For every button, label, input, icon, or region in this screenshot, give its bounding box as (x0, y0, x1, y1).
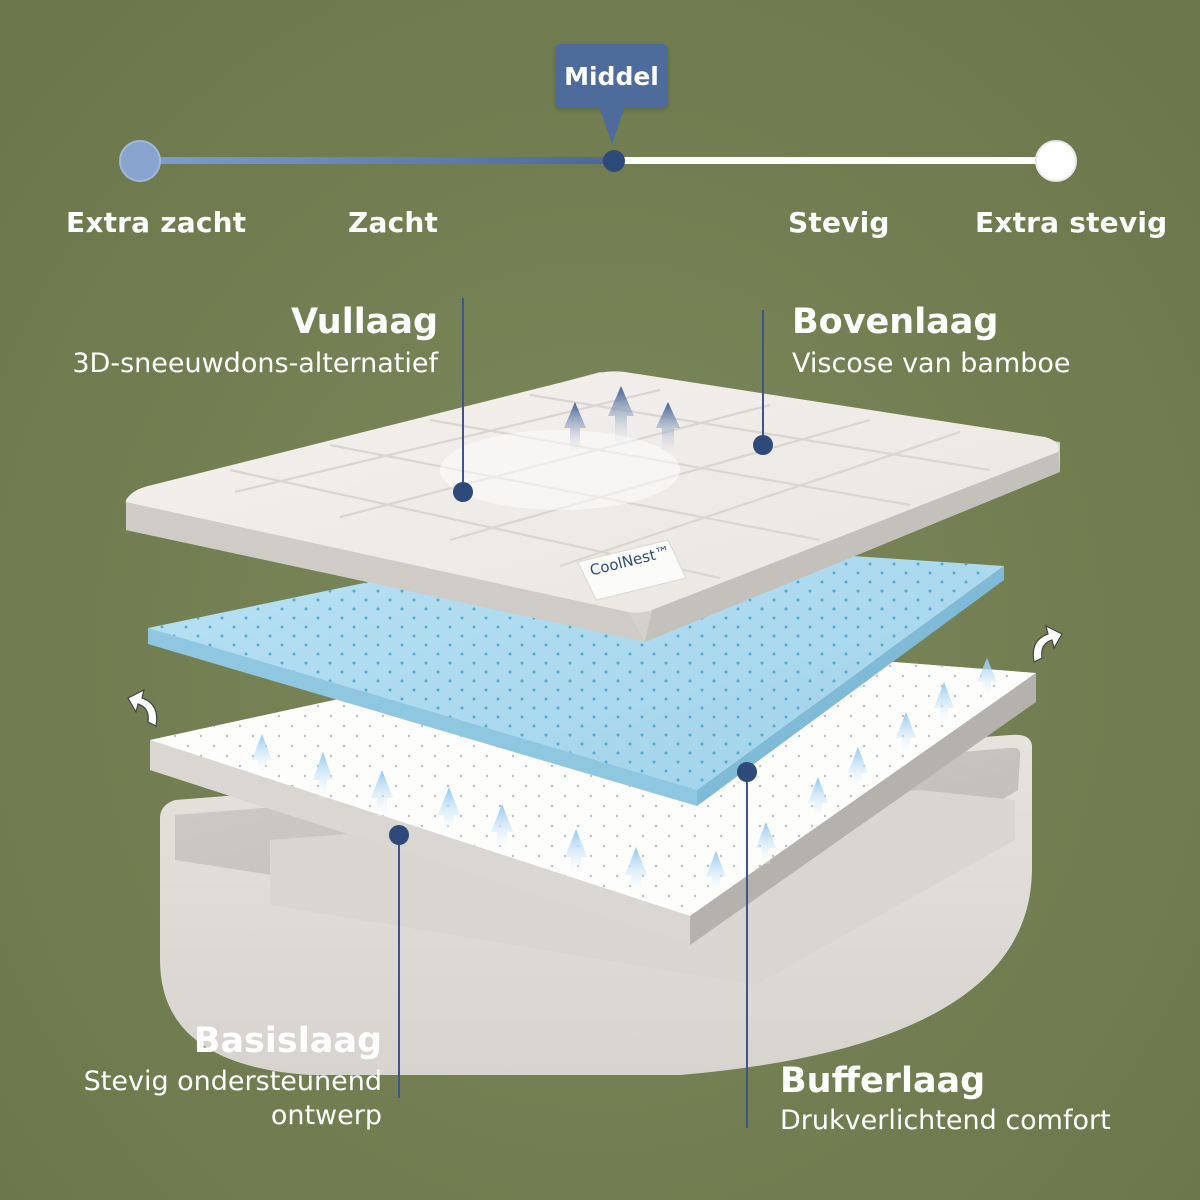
airflow-arrow-icon (934, 682, 954, 724)
gel-layer-shape (148, 538, 1004, 806)
airflow-arrow-icon (565, 829, 587, 875)
marker-dot-icon (389, 825, 409, 845)
topper-layer-shape (125, 371, 1060, 642)
firmness-label-extra-firm: Extra stevig (975, 206, 1168, 239)
firmness-track-filled (140, 157, 614, 164)
bovenlaag-title: Bovenlaag (792, 302, 999, 342)
bufferlaag-subtitle: Drukverlichtend comfort (780, 1105, 1111, 1136)
airflow-arrows-topper (564, 386, 680, 458)
airflow-arrow-icon (896, 712, 916, 754)
airflow-arrow-icon (977, 658, 997, 696)
airflow-arrow-icon (756, 822, 776, 864)
rotate-arrow-icon (1032, 624, 1063, 663)
airflow-arrow-icon (491, 804, 513, 850)
firmness-selected-badge: Middel (555, 44, 668, 108)
airflow-arrow-icon (848, 747, 868, 789)
airflow-arrow-icon (371, 770, 393, 816)
leader-lines (398, 298, 764, 1128)
basislaag-subtitle-line1: Stevig ondersteunend (83, 1066, 382, 1097)
airflow-arrow-icon (252, 734, 272, 774)
firmness-end-dot (1035, 140, 1077, 182)
vullaag-subtitle: 3D-sneeuwdons-alternatief (72, 348, 438, 379)
airflow-arrow-icon (313, 752, 333, 798)
badge-pointer (599, 106, 625, 144)
firmness-track-empty (614, 157, 1056, 164)
marker-dot-icon (737, 762, 757, 782)
firmness-current-dot (603, 150, 625, 172)
airflow-arrow-icon (706, 851, 726, 893)
firmness-label-extra-soft: Extra zacht (66, 206, 247, 239)
vullaag-title: Vullaag (290, 302, 438, 342)
marker-dot-icon (453, 482, 473, 502)
marker-dot-icon (753, 435, 773, 455)
basislaag-subtitle-line2: ontwerp (270, 1100, 382, 1131)
firmness-scale-dots (119, 140, 1077, 182)
airflow-arrows-buffer (252, 658, 997, 893)
bovenlaag-subtitle: Viscose van bamboe (792, 348, 1071, 379)
airflow-arrow-icon (625, 847, 647, 893)
brand-tag (577, 539, 687, 601)
firmness-label-firm: Stevig (788, 206, 890, 239)
airflow-arrow-icon (656, 402, 680, 458)
airflow-arrow-icon (608, 386, 634, 450)
rotate-arrow-icon (127, 688, 158, 727)
basislaag-title: Basislaag (193, 1021, 382, 1061)
firmness-label-soft: Zacht (348, 206, 439, 239)
bufferlaag-title: Bufferlaag (780, 1061, 986, 1101)
airflow-arrow-icon (808, 777, 828, 819)
airflow-arrow-icon (438, 787, 460, 833)
airflow-arrow-icon (564, 402, 586, 458)
firmness-start-dot (119, 140, 161, 182)
marker-dots (389, 435, 773, 845)
